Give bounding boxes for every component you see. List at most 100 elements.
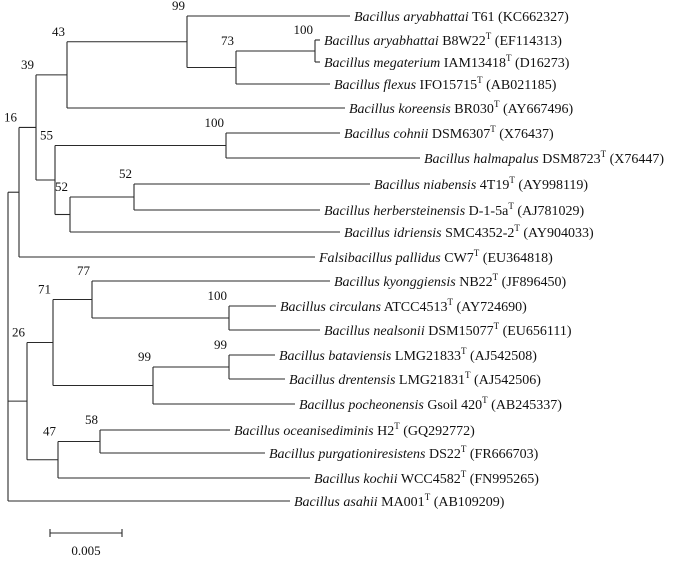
type-strain-marker: T bbox=[447, 297, 453, 307]
accession-number: (AB245337) bbox=[488, 398, 563, 413]
type-strain-marker: T bbox=[490, 124, 496, 134]
type-strain-marker: T bbox=[477, 75, 483, 85]
bootstrap-value: 55 bbox=[40, 128, 53, 143]
accession-number: (D16273) bbox=[512, 56, 570, 71]
species-name: Falsibacillus pallidus bbox=[318, 251, 441, 266]
strain-name: IFO15715 bbox=[416, 78, 477, 93]
type-strain-marker: T bbox=[482, 395, 488, 405]
tip-label: Bacillus niabensis 4T19T (AY998119) bbox=[374, 175, 588, 193]
species-name: Bacillus purgationiresistens bbox=[269, 447, 426, 462]
tip-label: Bacillus aryabhattai B8W22T (EF114313) bbox=[324, 31, 562, 49]
species-name: Bacillus herbersteinensis bbox=[324, 204, 466, 219]
species-name: Bacillus koreensis bbox=[349, 102, 451, 117]
species-name: Bacillus niabensis bbox=[374, 178, 477, 193]
bootstrap-value: 73 bbox=[221, 33, 234, 48]
type-strain-marker: T bbox=[601, 149, 607, 159]
type-strain-marker: T bbox=[506, 53, 512, 63]
bootstrap-value: 71 bbox=[38, 282, 51, 297]
species-name: Bacillus asahii bbox=[294, 495, 378, 510]
tip-label: Bacillus pocheonensis Gsoil 420T (AB2453… bbox=[299, 395, 562, 413]
accession-number: (EU364818) bbox=[479, 251, 553, 266]
type-strain-marker: T bbox=[494, 99, 500, 109]
tip-label: Bacillus idriensis SMC4352-2T (AY904033) bbox=[344, 223, 594, 241]
type-strain-marker: T bbox=[514, 223, 520, 233]
bootstrap-value: 99 bbox=[138, 349, 151, 364]
strain-name: IAM13418 bbox=[440, 56, 506, 71]
species-name: Bacillus idriensis bbox=[344, 226, 442, 241]
accession-number: (AY667496) bbox=[499, 102, 573, 117]
species-name: Bacillus kyonggiensis bbox=[334, 275, 456, 290]
strain-name: DSM15077 bbox=[425, 324, 494, 339]
strain-name: Gsoil 420 bbox=[424, 398, 482, 413]
accession-number: (AJ542506) bbox=[471, 373, 542, 388]
type-strain-marker: T bbox=[461, 469, 467, 479]
strain-name: LMG21833 bbox=[391, 349, 461, 364]
species-name: Bacillus circulans bbox=[280, 300, 382, 315]
strain-name: LMG21831 bbox=[395, 373, 465, 388]
accession-number: (AY724690) bbox=[453, 300, 527, 315]
species-name: Bacillus aryabhattai bbox=[324, 34, 439, 49]
type-strain-marker: T bbox=[461, 346, 467, 356]
strain-name: ATCC4513 bbox=[381, 300, 448, 315]
species-name: Bacillus aryabhattai bbox=[354, 10, 469, 25]
tip-label: Bacillus oceanisediminis H2T (GQ292772) bbox=[234, 421, 475, 439]
accession-number: (EU656111) bbox=[499, 324, 572, 339]
accession-number: (FN995265) bbox=[466, 472, 539, 487]
tip-label: Bacillus aryabhattai T61 (KC662327) bbox=[354, 10, 569, 25]
tree-branches bbox=[7, 15, 420, 502]
tip-label: Bacillus drentensis LMG21831T (AJ542506) bbox=[289, 370, 541, 388]
accession-number: (AJ781029) bbox=[514, 204, 585, 219]
species-name: Bacillus megaterium bbox=[324, 56, 440, 71]
accession-number: (AY998119) bbox=[515, 178, 589, 193]
accession-number: (AB021185) bbox=[483, 78, 557, 93]
strain-name: CW7 bbox=[441, 251, 474, 266]
type-strain-marker: T bbox=[425, 492, 431, 502]
tip-label: Bacillus koreensis BR030T (AY667496) bbox=[349, 99, 574, 117]
species-name: Bacillus drentensis bbox=[289, 373, 396, 388]
type-strain-marker: T bbox=[474, 248, 480, 258]
tip-label: Bacillus purgationiresistens DS22T (FR66… bbox=[269, 444, 539, 462]
type-strain-marker: T bbox=[465, 370, 471, 380]
bootstrap-value: 77 bbox=[77, 263, 91, 278]
bootstrap-value: 100 bbox=[208, 288, 228, 303]
bootstrap-value: 52 bbox=[119, 166, 132, 181]
species-name: Bacillus nealsonii bbox=[324, 324, 425, 339]
type-strain-marker: T bbox=[493, 272, 499, 282]
type-strain-marker: T bbox=[509, 175, 515, 185]
type-strain-marker: T bbox=[461, 444, 467, 454]
strain-name: DS22 bbox=[425, 447, 460, 462]
accession-number: (X76437) bbox=[496, 127, 554, 142]
bootstrap-value: 99 bbox=[172, 0, 185, 13]
tip-label: Bacillus halmapalus DSM8723T (X76447) bbox=[424, 149, 664, 167]
tip-label: Bacillus herbersteinensis D-1-5aT (AJ781… bbox=[324, 201, 585, 219]
strain-name: 4T19 bbox=[476, 178, 509, 193]
species-name: Bacillus kochii bbox=[314, 472, 398, 487]
type-strain-marker: T bbox=[394, 421, 400, 431]
tip-label: Bacillus bataviensis LMG21833T (AJ542508… bbox=[279, 346, 537, 364]
strain-name: SMC4352-2 bbox=[442, 226, 515, 241]
tip-label: Bacillus flexus IFO15715T (AB021185) bbox=[334, 75, 557, 93]
tip-label: Bacillus nealsonii DSM15077T (EU656111) bbox=[324, 321, 572, 339]
bootstrap-value: 39 bbox=[21, 57, 34, 72]
accession-number: (AB109209) bbox=[430, 495, 505, 510]
bootstrap-value: 99 bbox=[214, 337, 227, 352]
species-name: Bacillus pocheonensis bbox=[299, 398, 424, 413]
accession-number: (JF896450) bbox=[498, 275, 566, 290]
scale-bar: 0.005 bbox=[49, 529, 123, 558]
strain-name: DSM8723 bbox=[539, 152, 601, 167]
strain-name: NB22 bbox=[456, 275, 493, 290]
tip-label: Bacillus asahii MA001T (AB109209) bbox=[294, 492, 505, 510]
bootstrap-value: 100 bbox=[294, 22, 314, 37]
tip-labels: Bacillus aryabhattai T61 (KC662327)Bacil… bbox=[234, 10, 664, 510]
species-name: Bacillus cohnii bbox=[344, 127, 428, 142]
tip-label: Falsibacillus pallidus CW7T (EU364818) bbox=[318, 248, 553, 266]
bootstrap-value: 52 bbox=[55, 179, 68, 194]
type-strain-marker: T bbox=[494, 321, 500, 331]
species-name: Bacillus bataviensis bbox=[279, 349, 392, 364]
strain-name: WCC4582 bbox=[398, 472, 461, 487]
bootstrap-value: 58 bbox=[85, 412, 98, 427]
type-strain-marker: T bbox=[486, 31, 492, 41]
type-strain-marker: T bbox=[508, 201, 514, 211]
